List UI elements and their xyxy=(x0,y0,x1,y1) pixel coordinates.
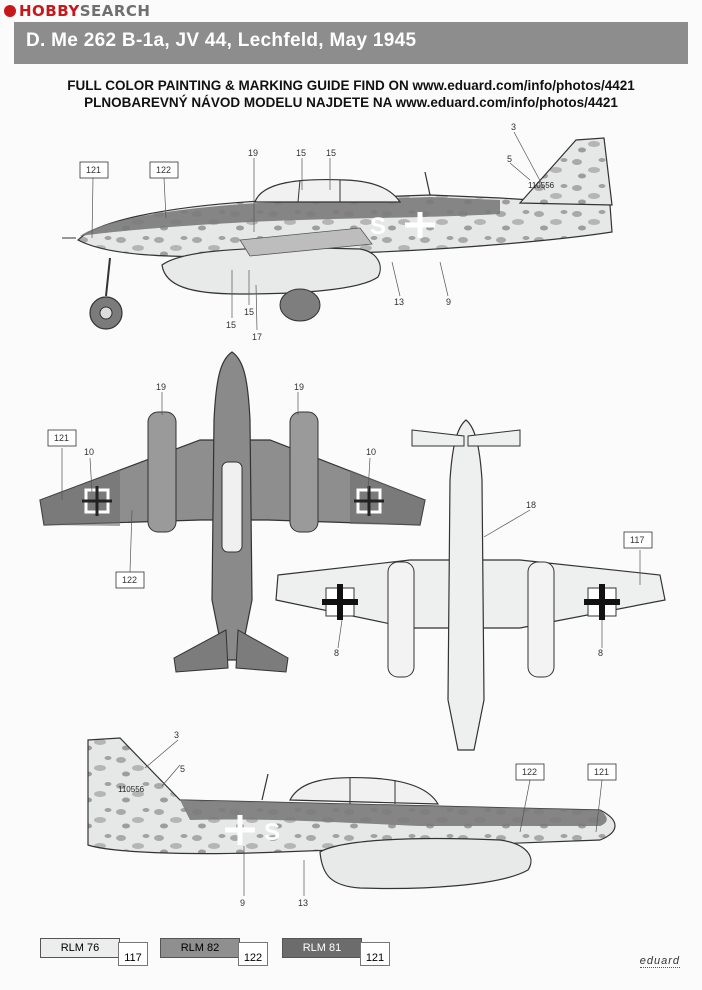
side-view-left: S 110556 xyxy=(62,137,613,330)
callout-121-b: 121 xyxy=(54,433,69,443)
swatch-rlm76-number: 117 xyxy=(118,942,148,966)
serial-side-2: 110556 xyxy=(118,785,145,794)
lower-cross-left xyxy=(322,584,358,620)
callout-5-b: 5 xyxy=(180,764,185,774)
hobby-logo-icon xyxy=(4,5,16,17)
hobbysearch-watermark: HOBBYSEARCH xyxy=(4,2,151,20)
callout-15-c: 15 xyxy=(226,320,236,330)
swatch-rlm81: RLM 81 xyxy=(282,938,362,958)
callout-122-c: 122 xyxy=(522,767,537,777)
callout-5-a: 5 xyxy=(507,154,512,164)
callout-13-a: 13 xyxy=(394,297,404,307)
callout-10-a: 10 xyxy=(84,447,94,457)
lower-cross-right xyxy=(584,584,620,620)
side-view-right: S 110556 xyxy=(87,737,616,890)
callout-19-b: 19 xyxy=(156,382,166,392)
callout-121-c: 121 xyxy=(594,767,609,777)
serial-side-1: 110556 xyxy=(528,181,555,190)
title-bar: D. Me 262 B-1a, JV 44, Lechfeld, May 194… xyxy=(14,22,688,64)
page-title: D. Me 262 B-1a, JV 44, Lechfeld, May 194… xyxy=(26,30,417,51)
callout-18-a: 18 xyxy=(526,500,536,510)
swatch-rlm82-number: 122 xyxy=(238,942,268,966)
callout-19-c: 19 xyxy=(294,382,304,392)
callout-10-b: 10 xyxy=(366,447,376,457)
callout-117-a: 117 xyxy=(630,535,644,545)
callout-122-b: 122 xyxy=(122,575,137,585)
callout-8-b: 8 xyxy=(598,648,603,658)
callout-numbers: 121 122 19 15 15 3 5 13 9 15 15 17 19 19… xyxy=(47,122,653,908)
callout-13-b: 13 xyxy=(298,898,308,908)
callout-122-a: 122 xyxy=(156,165,171,175)
callout-3-a: 3 xyxy=(511,122,516,132)
callout-15-d: 15 xyxy=(244,307,254,317)
swatch-rlm82: RLM 82 xyxy=(160,938,240,958)
callout-3-b: 3 xyxy=(174,730,179,740)
wing-cross-left xyxy=(82,486,112,516)
callout-9-b: 9 xyxy=(240,898,245,908)
callout-19-a: 19 xyxy=(248,148,258,158)
eduard-logo: eduard xyxy=(639,955,680,968)
leader-lines xyxy=(61,131,641,896)
wing-cross-right xyxy=(354,486,384,516)
top-view-upper xyxy=(39,351,426,673)
callout-15-a: 15 xyxy=(296,148,306,158)
callout-17-a: 17 xyxy=(252,332,262,342)
guide-line-en: FULL COLOR PAINTING & MARKING GUIDE FIND… xyxy=(67,78,635,93)
svg-text:S: S xyxy=(370,213,386,240)
callout-9-a: 9 xyxy=(446,297,451,307)
guide-line-cz: PLNOBAREVNÝ NÁVOD MODELU NAJDETE NA www.… xyxy=(84,95,618,110)
svg-text:S: S xyxy=(264,819,280,846)
swatch-rlm81-number: 121 xyxy=(360,942,390,966)
swatch-rlm76: RLM 76 xyxy=(40,938,120,958)
callout-8-a: 8 xyxy=(334,648,339,658)
bottom-view-lower xyxy=(275,419,666,751)
callout-15-b: 15 xyxy=(326,148,336,158)
callout-121-a: 121 xyxy=(86,165,101,175)
